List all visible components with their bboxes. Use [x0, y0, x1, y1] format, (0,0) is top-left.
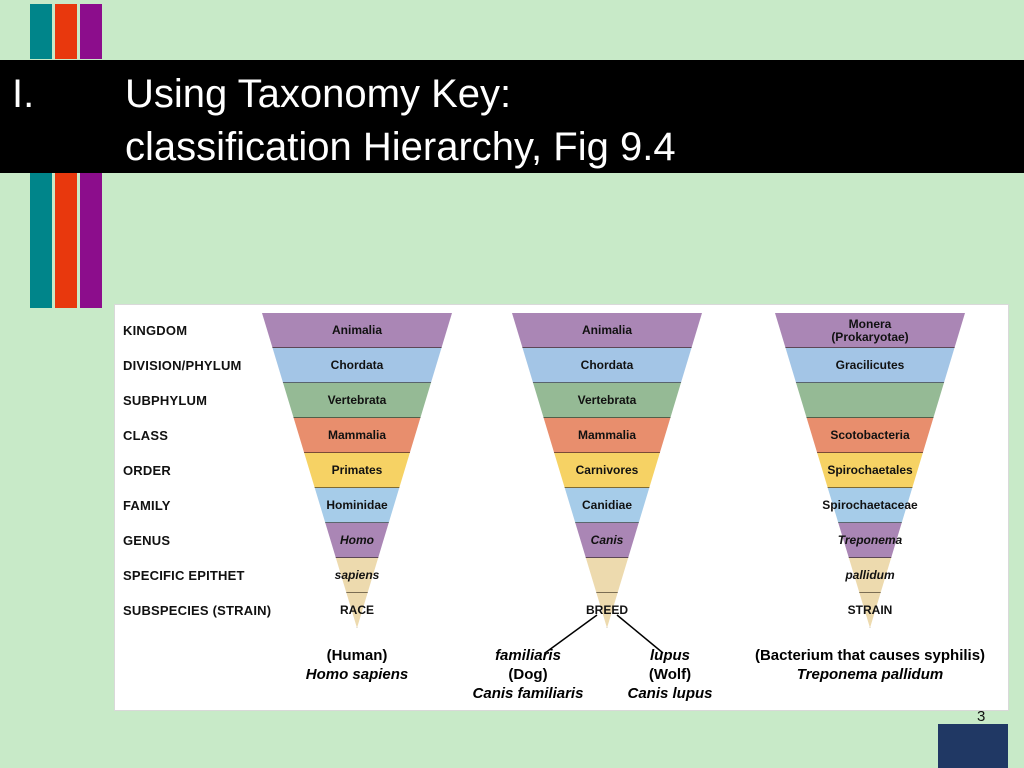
stripe-purple: [80, 4, 102, 59]
funnel-level-label: Mammalia: [577, 428, 637, 442]
stripe-purple: [80, 173, 102, 308]
funnel-labels: Monera (Prokaryotae) Gracilicutes Scotob…: [775, 313, 965, 628]
funnel-level-label: Hominidae: [326, 498, 388, 512]
funnel-level-label: Vertebrata: [327, 393, 387, 407]
funnel-level-label: RACE: [339, 603, 374, 617]
funnel-level-label: pallidum: [845, 568, 895, 582]
funnel-band: [512, 313, 702, 348]
funnel-band: [512, 348, 702, 383]
taxonomy-funnel-human: Animalia Chordata Vertebrata Mammalia Pr…: [262, 313, 452, 628]
caption-wolf-epithet: lupus: [650, 647, 690, 664]
caption-wolf-common: (Wolf): [648, 666, 692, 683]
rank-class: CLASS: [123, 428, 169, 443]
caption-bacterium-latin: Treponema pallidum: [796, 666, 944, 683]
caption-dog-epithet: familiaris: [495, 647, 561, 664]
funnel-level-label: Gracilicutes: [835, 358, 905, 372]
rank-kingdom: KINGDOM: [123, 323, 188, 338]
caption-human-common: (Human): [326, 647, 388, 664]
funnel-labels: Animalia Chordata Vertebrata Mammalia Pr…: [262, 313, 452, 628]
funnel-band: [775, 313, 965, 348]
caption-human-latin: Homo sapiens: [305, 666, 409, 683]
funnel-level-label: Canis: [590, 533, 624, 547]
rank-order: ORDER: [123, 463, 171, 478]
funnel-level-label: Canidiae: [581, 498, 632, 512]
stripe-red: [55, 173, 77, 308]
funnel-level-label: BREED: [585, 603, 628, 617]
stripe-teal: [30, 4, 52, 59]
slide-title: Using Taxonomy Key: classification Hiera…: [125, 68, 676, 174]
funnel-band: [262, 383, 452, 418]
page-number: 3: [977, 708, 986, 725]
funnel-level-label: Chordata: [330, 358, 384, 372]
funnel-level-label: Scotobacteria: [830, 428, 910, 442]
title-banner: I. Using Taxonomy Key: classification Hi…: [0, 60, 1024, 173]
stripe-teal: [30, 173, 52, 308]
funnel-band: [775, 383, 965, 418]
funnel-band: [262, 313, 452, 348]
funnel-level-label: Mammalia: [327, 428, 387, 442]
rank-label-column: KINGDOM DIVISION/PHYLUM SUBPHYLUM CLASS …: [123, 313, 271, 628]
funnel-band: [775, 348, 965, 383]
funnel-level-label-text: Monera (Prokaryotae): [831, 316, 909, 344]
funnel-level-label: Animalia: [331, 323, 382, 337]
taxonomy-funnel-bacterium: Monera (Prokaryotae) Gracilicutes Scotob…: [775, 313, 965, 628]
funnel-level-label: Spirochaetales: [827, 463, 913, 477]
caption-bacterium-common: (Bacterium that causes syphilis): [754, 647, 986, 664]
stripe-red: [55, 4, 77, 59]
title-line-2: classification Hierarchy, Fig 9.4: [125, 125, 676, 169]
rank-subphylum: SUBPHYLUM: [123, 393, 208, 408]
decorative-stripes-bottom: [30, 173, 102, 308]
caption-wolf: lupus (Wolf) Canis lupus: [610, 646, 730, 703]
title-line-1: Using Taxonomy Key:: [125, 72, 512, 116]
funnel-level-label: STRAIN: [847, 603, 893, 617]
funnel-level-label: Treponema: [837, 533, 903, 547]
funnel-level-label: [775, 383, 965, 418]
funnel-level-label: Carnivores: [575, 463, 639, 477]
funnel-level-label: [512, 558, 702, 593]
title-list-number: I.: [12, 72, 35, 116]
funnel-labels: Animalia Chordata Vertebrata Mammalia Ca…: [512, 313, 702, 628]
rank-family: FAMILY: [123, 498, 171, 513]
caption-bacterium: (Bacterium that causes syphilis) Trepone…: [735, 646, 1005, 684]
caption-wolf-latin: Canis lupus: [627, 685, 713, 702]
page-number-box: [938, 724, 1008, 768]
funnel-level-label: Chordata: [580, 358, 634, 372]
rank-genus: GENUS: [123, 533, 171, 548]
caption-human: (Human) Homo sapiens: [262, 646, 452, 684]
funnel-level-label: Spirochaetaceae: [822, 498, 918, 512]
rank-specific-epithet: SPECIFIC EPITHET: [123, 568, 245, 583]
funnel-band: [262, 348, 452, 383]
caption-dog-common: (Dog): [508, 666, 548, 683]
decorative-stripes-top: [30, 4, 102, 59]
figure-panel: KINGDOM DIVISION/PHYLUM SUBPHYLUM CLASS …: [114, 304, 1009, 711]
funnel-level-label: Homo: [340, 533, 374, 547]
caption-dog: familiaris (Dog) Canis familiaris: [458, 646, 598, 703]
funnel-level-label: Monera (Prokaryotae): [775, 313, 965, 348]
funnel-level-label: sapiens: [334, 568, 380, 582]
caption-dog-latin: Canis familiaris: [472, 685, 584, 702]
breed-split-lines: [544, 614, 664, 654]
taxonomy-funnel-dog-wolf: Animalia Chordata Vertebrata Mammalia Ca…: [512, 313, 702, 628]
funnel-band: [512, 383, 702, 418]
rank-division-phylum: DIVISION/PHYLUM: [123, 358, 242, 373]
funnel-level-label: Animalia: [581, 323, 632, 337]
funnel-level-label: Vertebrata: [577, 393, 637, 407]
funnel-level-label: Primates: [331, 463, 383, 477]
rank-subspecies: SUBSPECIES (STRAIN): [123, 603, 272, 618]
